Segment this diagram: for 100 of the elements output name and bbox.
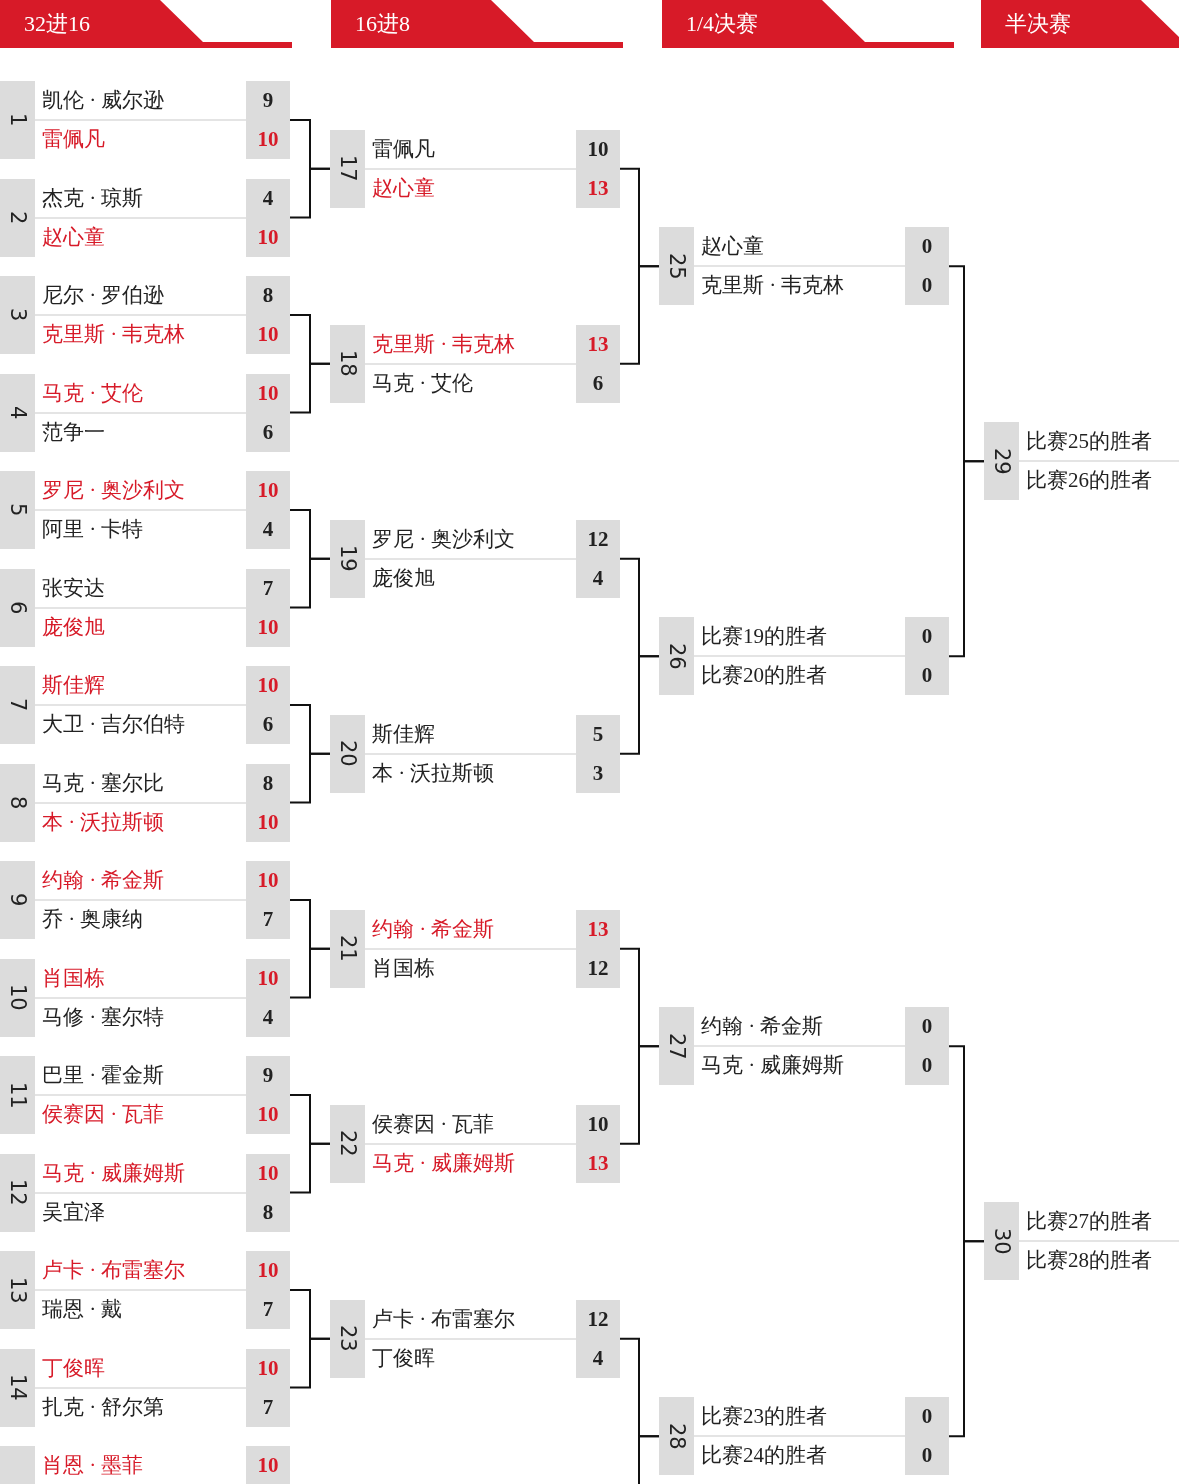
score-cell: 4 (246, 178, 290, 218)
match-number: 5 (0, 471, 35, 549)
bracket-line (948, 460, 985, 658)
score-cell: 10 (246, 1446, 290, 1484)
player-name: 克里斯 · 韦克林 (372, 330, 516, 358)
score-cell: 10 (246, 217, 290, 257)
match-number: 23 (330, 1299, 365, 1378)
player-name: 克里斯 · 韦克林 (42, 321, 186, 348)
bracket-line (638, 1435, 660, 1484)
match-number: 7 (0, 666, 35, 744)
score-cell: 10 (246, 958, 290, 998)
score-cell: 13 (576, 909, 620, 949)
score-cell: 13 (576, 1143, 620, 1183)
player-name: 罗尼 · 奥沙利文 (42, 477, 186, 504)
player-name: 罗尼 · 奥沙利文 (372, 525, 516, 553)
player-name: 比赛20的胜者 (701, 662, 827, 690)
player-name: 赵心童 (42, 223, 105, 251)
player-name: 乔 · 奥康纳 (42, 906, 144, 933)
bracket-line (289, 557, 331, 609)
match-number: 18 (330, 324, 365, 403)
player-name: 约翰 · 希金斯 (372, 915, 495, 943)
match-number: 28 (659, 1397, 694, 1476)
match-number: 4 (0, 373, 35, 452)
bracket-line (289, 362, 331, 414)
score-cell: 6 (576, 363, 620, 403)
player-name: 马克 · 威廉姆斯 (372, 1149, 516, 1177)
score-cell: 0 (905, 1397, 949, 1437)
score-cell: 10 (246, 1251, 290, 1290)
player-name: 庞俊旭 (372, 564, 435, 592)
score-cell: 0 (905, 1436, 949, 1476)
score-cell: 6 (246, 705, 290, 744)
player-name: 阿里 · 卡特 (42, 516, 144, 543)
score-cell: 0 (905, 1046, 949, 1086)
score-cell: 10 (246, 315, 290, 354)
bracket-line (289, 947, 331, 999)
score-cell: 12 (576, 948, 620, 988)
player-name: 马克 · 威廉姆斯 (701, 1052, 845, 1080)
score-cell: 4 (576, 558, 620, 598)
player-name: 马克 · 艾伦 (372, 369, 474, 397)
score-cell: 10 (246, 1348, 290, 1388)
player-name: 比赛23的胜者 (701, 1403, 827, 1431)
score-cell: 10 (576, 1104, 620, 1144)
score-cell: 7 (246, 900, 290, 939)
score-cell: 6 (246, 412, 290, 452)
player-name: 比赛27的胜者 (1026, 1208, 1152, 1236)
match-number: 21 (330, 909, 365, 988)
score-cell: 10 (246, 1095, 290, 1134)
match-number: 30 (984, 1202, 1019, 1281)
player-name: 克里斯 · 韦克林 (701, 272, 845, 300)
player-name: 庞俊旭 (42, 613, 105, 641)
player-name: 约翰 · 希金斯 (42, 867, 165, 894)
score-cell: 10 (246, 666, 290, 705)
score-cell: 8 (246, 1192, 290, 1232)
match-number: 11 (0, 1056, 35, 1134)
player-name: 卢卡 · 布雷塞尔 (42, 1257, 186, 1284)
player-name: 杰克 · 琼斯 (42, 184, 144, 212)
round-header: 32进16 (0, 0, 292, 48)
player-name: 比赛26的胜者 (1026, 467, 1152, 495)
player-name: 卢卡 · 布雷塞尔 (372, 1305, 516, 1333)
score-cell: 5 (576, 714, 620, 754)
player-name: 巴里 · 霍金斯 (42, 1062, 165, 1089)
match-number: 22 (330, 1104, 365, 1183)
score-cell: 10 (246, 1153, 290, 1193)
bracket-line (619, 655, 660, 755)
bracket-line (619, 1045, 660, 1145)
player-name: 吴宜泽 (42, 1198, 105, 1226)
match-number: 13 (0, 1251, 35, 1329)
score-cell: 12 (576, 519, 620, 559)
score-cell: 10 (246, 802, 290, 842)
player-name: 大卫 · 吉尔伯特 (42, 711, 186, 738)
score-cell: 3 (576, 753, 620, 793)
match-number: 14 (0, 1348, 35, 1427)
score-cell: 7 (246, 1387, 290, 1427)
player-name: 丁俊晖 (42, 1354, 105, 1382)
round-header: 1/4决赛 (662, 0, 954, 48)
score-cell: 10 (246, 120, 290, 159)
player-name: 比赛28的胜者 (1026, 1247, 1152, 1275)
player-name: 扎克 · 舒尔第 (42, 1393, 165, 1421)
score-cell: 8 (246, 276, 290, 315)
match-number: 1 (0, 81, 35, 159)
player-name: 范争一 (42, 418, 105, 446)
player-name: 肖恩 · 墨菲 (42, 1452, 144, 1479)
player-name: 侯赛因 · 瓦菲 (372, 1110, 495, 1138)
score-cell: 9 (246, 1056, 290, 1095)
player-name: 瑞恩 · 戴 (42, 1296, 123, 1323)
bracket-line (289, 167, 331, 219)
match-number: 3 (0, 276, 35, 354)
match-number: 17 (330, 129, 365, 208)
score-cell: 7 (246, 1290, 290, 1329)
player-name: 雷佩凡 (372, 135, 435, 163)
match-number: 10 (0, 958, 35, 1037)
player-name: 肖国栋 (42, 964, 105, 992)
match-number: 20 (330, 714, 365, 793)
bracket-line (948, 1240, 985, 1438)
player-name: 比赛19的胜者 (701, 623, 827, 651)
match-number: 27 (659, 1007, 694, 1086)
match-number: 8 (0, 763, 35, 842)
match-number: 19 (330, 519, 365, 598)
match-number: 6 (0, 568, 35, 647)
player-name: 赵心童 (701, 233, 764, 261)
